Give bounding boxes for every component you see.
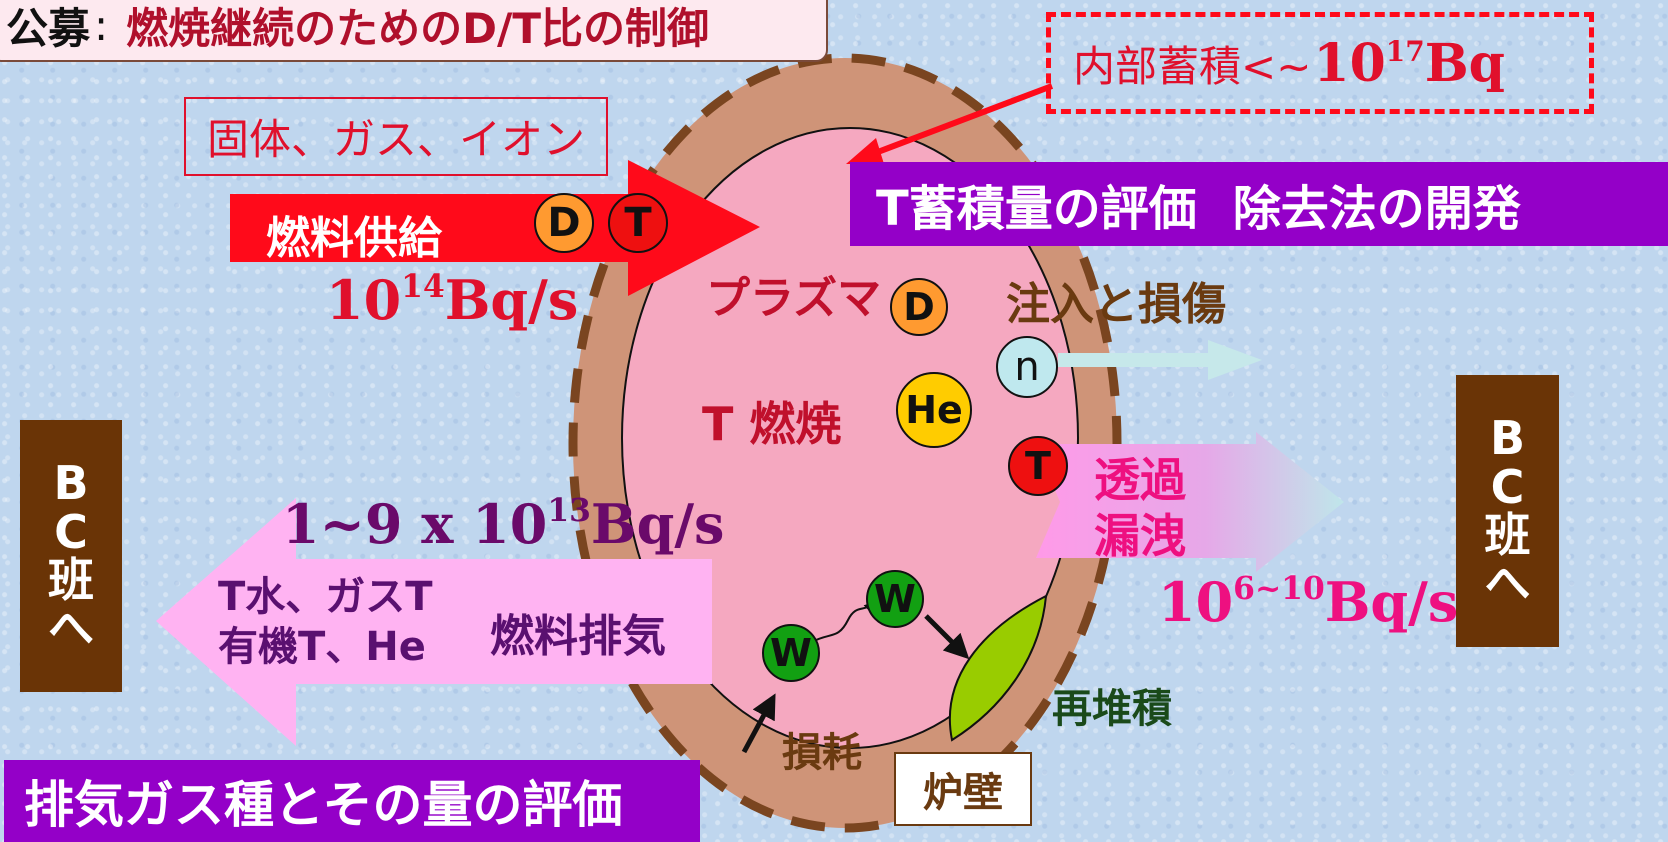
plasma-label: プラズマ — [706, 273, 882, 324]
inner-storage-pointer — [846, 83, 1054, 164]
inner-storage-prefix: 内部蓄積<~ — [1073, 41, 1312, 91]
tungsten-particle-migrating: W — [866, 570, 924, 628]
erosion-arrow — [741, 693, 776, 754]
neutron-particle: n — [996, 336, 1058, 398]
inner-storage-value: 1017Bq — [1313, 32, 1506, 94]
banner-removal: 除去法の開発 — [1232, 181, 1521, 237]
permeation-rate: 106~10Bq/s — [1158, 570, 1459, 634]
helium-particle: He — [896, 372, 972, 448]
redeposition-layer — [948, 594, 1048, 742]
tritium-burn-label: T 燃焼 — [702, 397, 842, 451]
permeation-line2: 漏洩 — [1094, 509, 1186, 564]
tritium-particle-supply: T — [608, 193, 668, 253]
deuterium-particle-supply: D — [534, 193, 594, 253]
tritium-inventory-banner: T蓄積量の評価 除去法の開発 — [850, 162, 1668, 246]
exhaust-species-line2: 有機T、He — [218, 624, 426, 670]
deuterium-particle-plasma: D — [890, 278, 948, 336]
injection-damage-label: 注入と損傷 — [1006, 279, 1226, 330]
title-text: 燃焼継続のためのD/T比の制御 — [126, 3, 710, 53]
inner-storage-box: 内部蓄積<~ 1017Bq — [1046, 12, 1594, 114]
erosion-label: 損耗 — [782, 730, 862, 776]
fuel-supply-rate: 1014Bq/s — [326, 268, 579, 332]
redeposition-label: 再堆積 — [1052, 686, 1172, 732]
exhaust-rate: 1~9 x 1013Bq/s — [282, 492, 725, 556]
tritium-particle-plasma: T — [1008, 436, 1068, 496]
permeation-arrow — [1036, 432, 1344, 572]
exhaust-species-line1: T水、ガスT — [218, 574, 433, 620]
wall-label: 炉壁 — [894, 752, 1032, 826]
plasma-region — [621, 127, 1079, 749]
fuel-phase-label: 固体、ガス、イオン — [184, 97, 608, 176]
page-title: 公募 : 燃焼継続のためのD/T比の制御 — [0, 0, 828, 62]
exhaust-species: T水、ガスT 有機T、He — [218, 572, 433, 672]
fuel-exhaust-label: 燃料排気 — [490, 611, 666, 662]
w-migration-path — [811, 601, 875, 643]
permeation-label: 透過 漏洩 — [1094, 452, 1186, 564]
banner-inventory: T蓄積量の評価 — [876, 181, 1197, 237]
exhaust-evaluation-banner: 排気ガス種とその量の評価 — [4, 760, 700, 842]
title-colon: : — [94, 0, 109, 50]
neutron-arrow — [1058, 340, 1262, 380]
fuel-exhaust-arrow — [156, 498, 712, 746]
redeposition-arrow — [924, 614, 970, 660]
tungsten-particle-eroded: W — [762, 624, 820, 682]
permeation-line1: 透過 — [1094, 453, 1186, 507]
to-bc-team-left: B C 班 へ — [20, 420, 122, 692]
title-lead: 公募 — [6, 3, 91, 53]
to-bc-team-right: B C 班 へ — [1456, 375, 1559, 647]
fuel-supply-label: 燃料供給 — [266, 213, 442, 264]
